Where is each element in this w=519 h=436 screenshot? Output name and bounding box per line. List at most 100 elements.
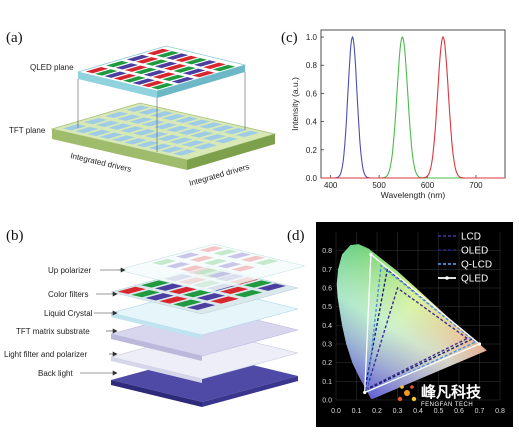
qled-subpixel (115, 63, 139, 70)
tft-cell (199, 122, 223, 129)
qled-plate-front (78, 72, 157, 98)
cie-gamut-vertex (369, 252, 373, 256)
tft-cell (162, 113, 186, 121)
layer-label-light-filter: Light filter and polarizer (4, 350, 87, 359)
spectrum-ytick-label: 0.4 (306, 118, 318, 127)
cie-xtick-label: 0.5 (434, 408, 444, 415)
tft-cell (120, 126, 144, 133)
connector-lines (77, 72, 246, 152)
tft-cell (181, 140, 205, 147)
tft-cell (193, 143, 218, 150)
tft-cell (111, 135, 136, 142)
cie-gamut-vertex (363, 390, 367, 395)
watermark-en: FENGFAN TECH (421, 402, 473, 408)
panel-a-letter: (a) (6, 30, 23, 46)
cie-ytick-label: 0.4 (322, 323, 332, 330)
up-polarizer-subpixel (199, 246, 224, 253)
qled-subpixel (212, 64, 236, 72)
up-polarizer-subpixel (254, 258, 279, 266)
qled-pixel-grid (85, 48, 236, 90)
cie-gamut-triangles (363, 252, 482, 395)
tft-cell (235, 130, 260, 138)
spectrum-ylabel: Intensity (a.u.) (290, 77, 300, 131)
tft-cell (125, 105, 150, 112)
tft-cell (174, 116, 199, 124)
qled-subpixel (151, 83, 174, 90)
spectrum-xtick-label: 600 (421, 181, 435, 190)
qled-subpixel (132, 78, 156, 85)
up-polarizer-layer (117, 243, 306, 293)
tft-cell (157, 134, 181, 142)
tft-cell (138, 108, 162, 115)
watermark-logo-icon (397, 385, 417, 402)
cie-ytick-label: 0.1 (322, 379, 332, 386)
cie-legend-label: Q-LCD (461, 260, 492, 271)
layer-arrows (80, 267, 126, 376)
tft-cell (123, 138, 148, 145)
spectrum-series-2 (321, 36, 505, 179)
layer-label-color-filters: Color filters (48, 290, 88, 299)
tft-cell (62, 124, 87, 131)
tft-plate-side (187, 134, 275, 170)
color-filter-subpixel (173, 299, 202, 307)
color-filter-subpixel (154, 283, 184, 291)
up-polarizer-subpixel (227, 252, 251, 259)
qled-plane-label: QLED plane (30, 63, 74, 72)
tft-cell (172, 149, 197, 156)
cie-xtick-label: 0.7 (475, 408, 485, 415)
color-filter-subpixel (159, 296, 188, 304)
qled-subpixel (122, 76, 146, 83)
cie-xtick-label: 0.6 (454, 408, 464, 415)
tft-cell (223, 127, 247, 135)
tft-cell (186, 119, 211, 126)
cie-gamut-qlcd (365, 264, 477, 394)
spectrum-ytick-label: 1.0 (306, 33, 318, 42)
up-polarizer-subpixel (180, 265, 204, 272)
spectrum-ytick-label: 0.6 (306, 89, 318, 98)
color-filter-subpixel (117, 286, 146, 295)
tft-cell (108, 123, 132, 130)
color-filter-subpixel (168, 286, 198, 295)
color-filter-subpixel (131, 289, 160, 298)
cie-gamut-lcd (365, 286, 469, 391)
cie-xtick-label: 0.0 (331, 408, 341, 415)
tft-cell (144, 131, 169, 139)
spectrum-xtick-label: 400 (324, 181, 338, 190)
spectrum-ytick-label: 0.8 (306, 61, 318, 70)
qled-subpixel (156, 51, 180, 58)
color-filter-subpixel (145, 293, 174, 301)
spectrum-series (321, 35, 505, 179)
tft-cell (202, 134, 226, 141)
watermark: 峰凡科技 FENGFAN TECH (397, 383, 482, 408)
qled-subpixel (182, 68, 206, 75)
qled-subpixel (152, 72, 176, 79)
cie-xtick-label: 0.1 (352, 408, 362, 415)
panel-b: (b) Up polarizer Color filters Liquid Cr… (4, 228, 306, 407)
tft-cell (83, 117, 108, 125)
qled-subpixel (173, 66, 197, 73)
tft-cell (190, 131, 214, 138)
up-polarizer-subpixel (166, 262, 191, 269)
tft-plane-label: TFT plane (9, 126, 46, 135)
color-filter-subpixel (186, 302, 216, 311)
layer-label-tft-substrate: TFT matrix substrate (16, 327, 90, 336)
cie-legend-marker (445, 276, 449, 280)
qled-subpixel (203, 62, 226, 69)
tft-cell (99, 132, 123, 139)
cie-ytick-label: 0.7 (322, 267, 332, 274)
qled-subpixel (145, 59, 168, 66)
cie-ytick-label: 0.6 (322, 286, 332, 293)
up-polarizer-subpixel (175, 252, 200, 259)
cie-ytick-label: 0.3 (322, 342, 332, 349)
spectrum-xtick-label: 500 (372, 181, 386, 190)
qled-subpixel (126, 54, 150, 62)
cie-xtick-label: 0.3 (393, 408, 403, 415)
panel-c-letter: (c) (281, 30, 298, 46)
up-polarizer-subpixel (203, 258, 228, 266)
qled-subpixel (135, 57, 159, 64)
qled-subpixel (143, 70, 167, 77)
qled-subpixel (124, 65, 148, 72)
